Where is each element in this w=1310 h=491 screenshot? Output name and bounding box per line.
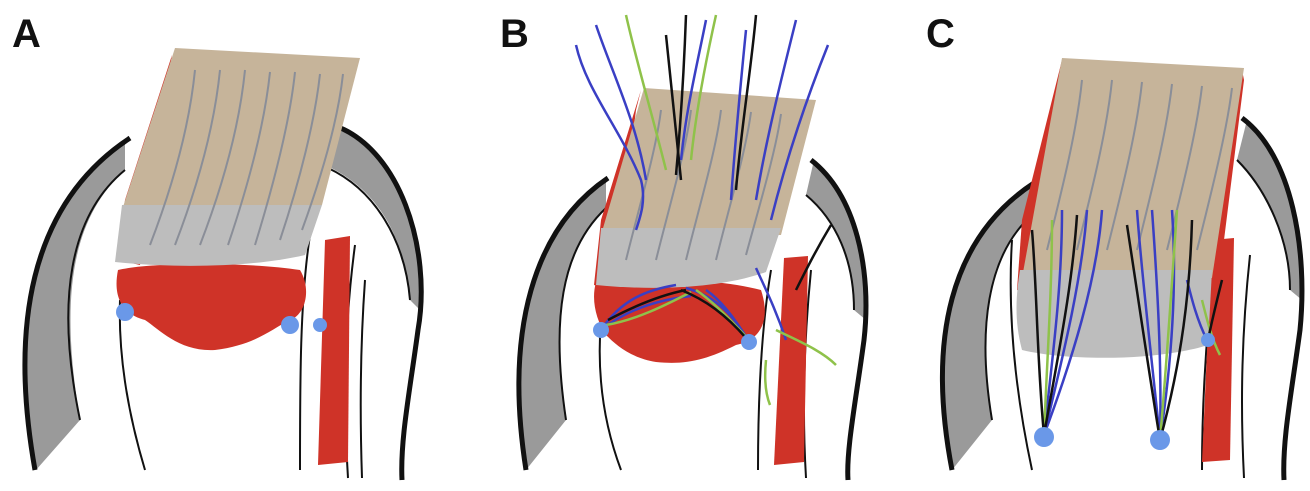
anchor-dot [1034,427,1054,447]
panel-c-illustration [872,0,1308,491]
thin-line [361,280,365,478]
panel-b-illustration [436,0,872,491]
anchor-dot [281,316,299,334]
anchor-dot [116,303,134,321]
panel-a-illustration [0,0,436,491]
muscle-body [117,264,307,350]
panel-a: A [0,0,436,491]
tissue-gray [596,228,781,288]
tissue-gray [1017,270,1213,358]
thin-line [300,235,310,470]
thin-line [120,300,145,470]
anchor-dot [313,318,327,332]
muscle-strip [774,256,808,465]
panel-c: C [872,0,1308,491]
anchor-dot [1150,430,1170,450]
anchor-dot [593,322,609,338]
muscle-strip [318,236,350,465]
tissue-tan [122,48,360,210]
thin-line [1242,255,1250,478]
tissue-gray [115,205,322,266]
anchor-dot [741,334,757,350]
anchor-dot [1201,333,1215,347]
panel-b: B [436,0,872,491]
